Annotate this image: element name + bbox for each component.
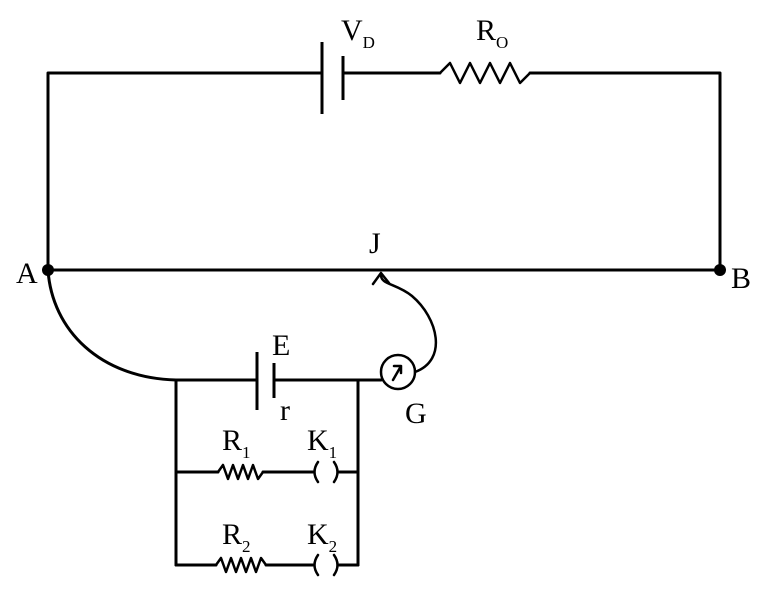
primary-circuit: VD RO bbox=[46, 14, 722, 272]
label-ro: RO bbox=[476, 14, 508, 52]
galvanometer bbox=[379, 353, 417, 391]
label-g: G bbox=[405, 397, 427, 430]
driver-cell-vd bbox=[320, 42, 345, 114]
primary-wire-right bbox=[528, 71, 722, 272]
wire-from-a bbox=[46, 268, 178, 382]
label-a: A bbox=[16, 257, 38, 290]
resistor-r2 bbox=[214, 556, 268, 574]
key-k2-right bbox=[332, 553, 339, 577]
galvanometer-needle bbox=[391, 364, 403, 382]
label-k1: K1 bbox=[307, 424, 337, 462]
branch-r2-k2: R2 K2 bbox=[174, 518, 360, 577]
jockey-wire bbox=[379, 272, 438, 374]
key-k1-right bbox=[332, 460, 339, 484]
label-e: E bbox=[272, 329, 290, 362]
label-r2: R2 bbox=[222, 518, 251, 556]
branch-r1-k1: R1 K1 bbox=[174, 424, 360, 484]
resistor-ro bbox=[438, 61, 532, 85]
terminal-b bbox=[714, 264, 726, 276]
key-k2-left bbox=[313, 553, 320, 577]
potentiometer-wire-ab: A B J bbox=[16, 227, 751, 295]
label-k2: K2 bbox=[307, 518, 337, 556]
label-b: B bbox=[731, 262, 751, 295]
primary-wire-left bbox=[46, 71, 324, 272]
key-k1-left bbox=[313, 460, 320, 484]
label-vd: VD bbox=[341, 14, 375, 52]
resistor-r1 bbox=[216, 463, 265, 481]
secondary-circuit: E r G R1 K1 R2 bbox=[46, 268, 438, 577]
jockey-arrowhead bbox=[371, 271, 391, 286]
label-r: r bbox=[280, 394, 290, 427]
cell-e bbox=[255, 352, 276, 410]
label-j: J bbox=[369, 227, 381, 260]
label-r1: R1 bbox=[222, 424, 251, 462]
